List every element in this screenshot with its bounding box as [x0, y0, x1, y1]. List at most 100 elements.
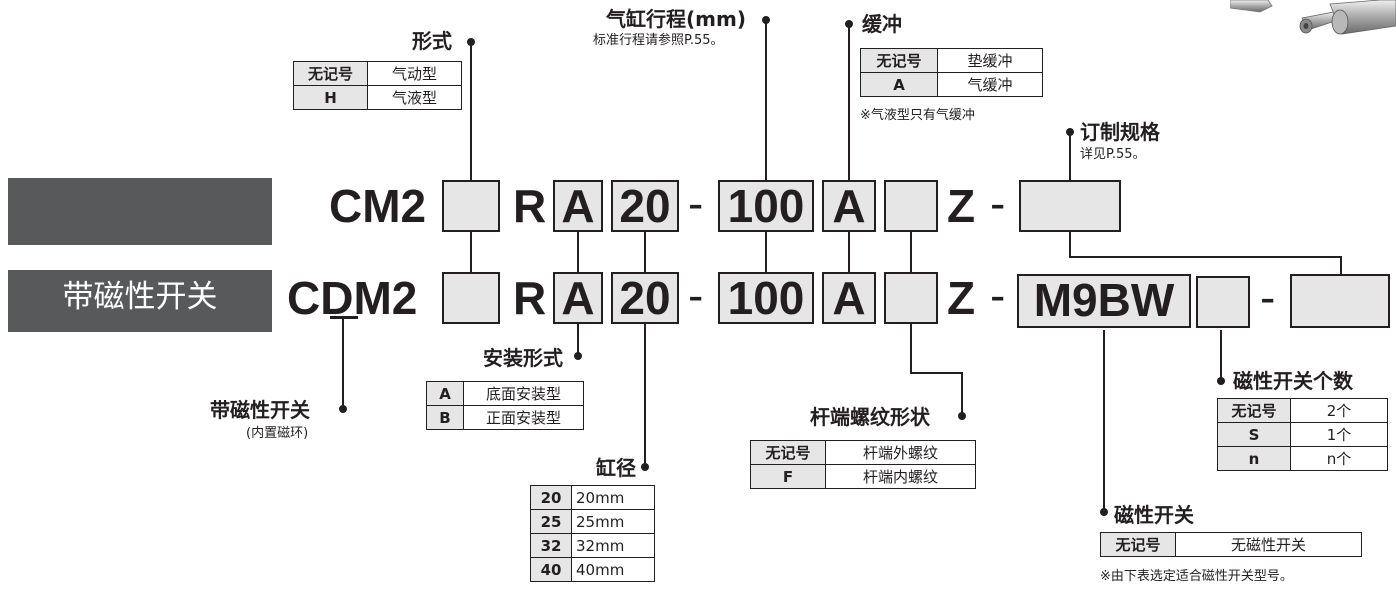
stroke-title: 气缸行程(mm): [606, 7, 746, 31]
standard-dash-1: -: [688, 177, 704, 229]
switch-dash-2: -: [990, 269, 1006, 321]
magnet-title: 带磁性开关: [210, 398, 310, 422]
standard-stroke-box: 100: [718, 180, 814, 232]
switch-table: 无记号无磁性开关: [1100, 532, 1362, 557]
cushion-key-0: 无记号: [860, 48, 938, 73]
switch-bore-box: 20: [611, 272, 679, 324]
standard-row-label: [8, 178, 272, 245]
switch-cushion-box: A: [822, 272, 876, 324]
standard-r-letter: R: [513, 180, 547, 232]
type-key-1: H: [293, 85, 368, 110]
cushion-note: ※气液型只有气缓冲: [860, 108, 975, 123]
mount-key-1: B: [426, 405, 464, 430]
thread-key-1: F: [750, 464, 826, 489]
standard-cushion-box: A: [822, 180, 876, 232]
switch-row-label-bar: 带磁性开关: [8, 270, 272, 332]
switch-count-title: 磁性开关个数: [1233, 369, 1353, 393]
thread-key-0: 无记号: [750, 440, 826, 465]
switch-model-box: M9BW: [1017, 274, 1191, 328]
table-row: 无记号垫缓冲: [860, 48, 1043, 73]
type-value-1: 气液型: [367, 85, 462, 110]
standard-mount-box: A: [553, 180, 603, 232]
count-key-1: S: [1217, 422, 1291, 447]
bore-key-1: 25: [530, 509, 572, 534]
mount-value-0: 底面安装型: [463, 381, 584, 406]
switch-custom-box: [1290, 274, 1390, 328]
count-key-0: 无记号: [1217, 398, 1291, 423]
bore-key-0: 20: [530, 485, 572, 510]
standard-prefix: CM2: [329, 180, 427, 232]
mount-key-0: A: [426, 381, 464, 406]
type-key-0: 无记号: [293, 61, 368, 86]
standard-type-box: [442, 180, 500, 232]
switch-r-letter: R: [513, 272, 547, 324]
standard-bore-box: 20: [611, 180, 679, 232]
cylinder-product-image: [1230, 0, 1396, 35]
type-title: 形式: [412, 29, 452, 53]
switch-key-0: 无记号: [1100, 532, 1176, 557]
table-row: 无记号无磁性开关: [1100, 532, 1362, 557]
type-value-0: 气动型: [367, 61, 462, 86]
bore-value-0: 20mm: [571, 485, 655, 510]
cushion-title: 缓冲: [862, 12, 902, 36]
standard-dash-2: -: [990, 177, 1006, 229]
switch-dash-1: -: [688, 269, 704, 321]
switch-title: 磁性开关: [1114, 503, 1194, 527]
custom-title: 订制规格: [1080, 120, 1160, 144]
standard-thread-box: [884, 180, 938, 232]
thread-title: 杆端螺纹形状: [810, 405, 930, 429]
count-value-1: 1个: [1290, 422, 1388, 447]
switch-note: ※由下表选定适合磁性开关型号。: [1100, 569, 1293, 584]
bore-title: 缸径: [596, 456, 636, 480]
thread-value-1: 杆端内螺纹: [825, 464, 976, 489]
cushion-value-0: 垫缓冲: [937, 48, 1043, 73]
bore-value-2: 32mm: [571, 533, 655, 558]
standard-z-letter: Z: [947, 180, 976, 232]
cushion-key-1: A: [860, 72, 938, 97]
switch-dash-3: -: [1260, 271, 1276, 323]
custom-note: 详见P.55。: [1080, 147, 1146, 162]
count-value-0: 2个: [1290, 398, 1388, 423]
thread-value-0: 杆端外螺纹: [825, 440, 976, 465]
switch-type-box: [442, 272, 500, 324]
switch-row-label: 带磁性开关: [62, 279, 218, 315]
d-underline: [330, 316, 358, 319]
switch-mount-box: A: [553, 272, 603, 324]
table-row: 无记号杆端外螺纹: [750, 440, 976, 465]
table-row: 无记号气动型: [293, 61, 462, 86]
bore-key-3: 40: [530, 557, 572, 582]
mount-value-1: 正面安装型: [463, 405, 584, 430]
standard-custom-box: [1019, 180, 1121, 232]
bore-value-3: 40mm: [571, 557, 655, 582]
switch-prefix: CDM2: [287, 272, 418, 324]
switch-count-box: [1196, 276, 1250, 328]
standard-row-label-bar: [8, 178, 272, 245]
switch-z-letter: Z: [947, 272, 976, 324]
switch-value-0: 无磁性开关: [1175, 532, 1362, 557]
switch-stroke-box: 100: [718, 272, 814, 324]
switch-thread-box: [884, 272, 938, 324]
cushion-value-1: 气缓冲: [937, 72, 1043, 97]
count-key-2: n: [1217, 446, 1291, 471]
bore-value-1: 25mm: [571, 509, 655, 534]
mount-title: 安装形式: [483, 346, 563, 370]
count-value-2: n个: [1290, 446, 1388, 471]
